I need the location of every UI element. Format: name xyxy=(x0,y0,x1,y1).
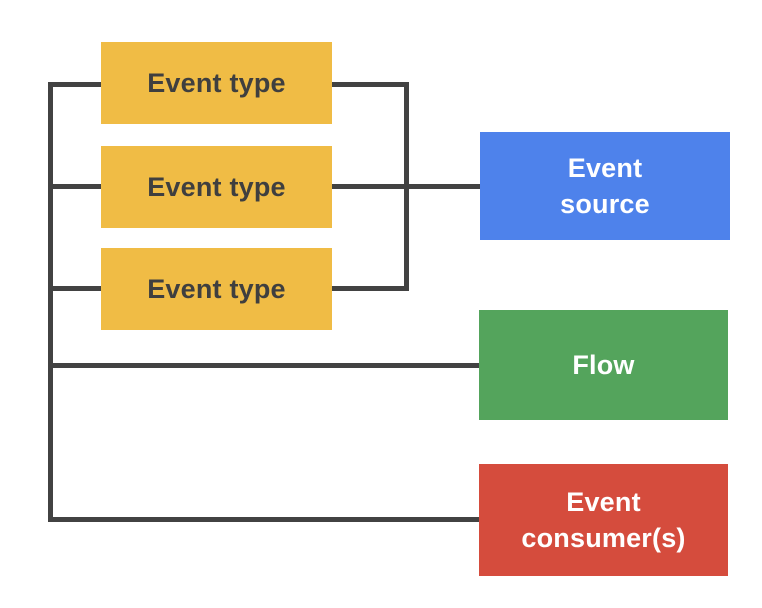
connector-event-type-2-right xyxy=(332,184,409,189)
node-event-source: Event source xyxy=(480,132,730,240)
connector-left-rail xyxy=(48,82,53,522)
connector-to-flow xyxy=(48,363,479,368)
connector-to-event-consumers xyxy=(48,517,479,522)
node-event-type-3: Event type xyxy=(101,248,332,330)
connector-event-type-2-left xyxy=(48,184,101,189)
node-event-type-3-label: Event type xyxy=(147,274,286,304)
node-flow-label: Flow xyxy=(572,350,635,380)
node-event-consumers: Event consumer(s) xyxy=(479,464,728,576)
node-event-type-2-label: Event type xyxy=(147,172,286,202)
connector-to-event-source xyxy=(404,184,480,189)
connector-event-type-1-left xyxy=(48,82,101,87)
node-flow: Flow xyxy=(479,310,728,420)
node-event-consumers-label: Event consumer(s) xyxy=(521,487,686,553)
connector-event-type-3-right xyxy=(332,286,409,291)
connector-event-type-1-right xyxy=(332,82,409,87)
connector-event-type-3-left xyxy=(48,286,101,291)
node-event-type-1-label: Event type xyxy=(147,68,286,98)
node-event-source-label: Event source xyxy=(560,153,650,219)
node-event-type-2: Event type xyxy=(101,146,332,228)
node-event-type-1: Event type xyxy=(101,42,332,124)
